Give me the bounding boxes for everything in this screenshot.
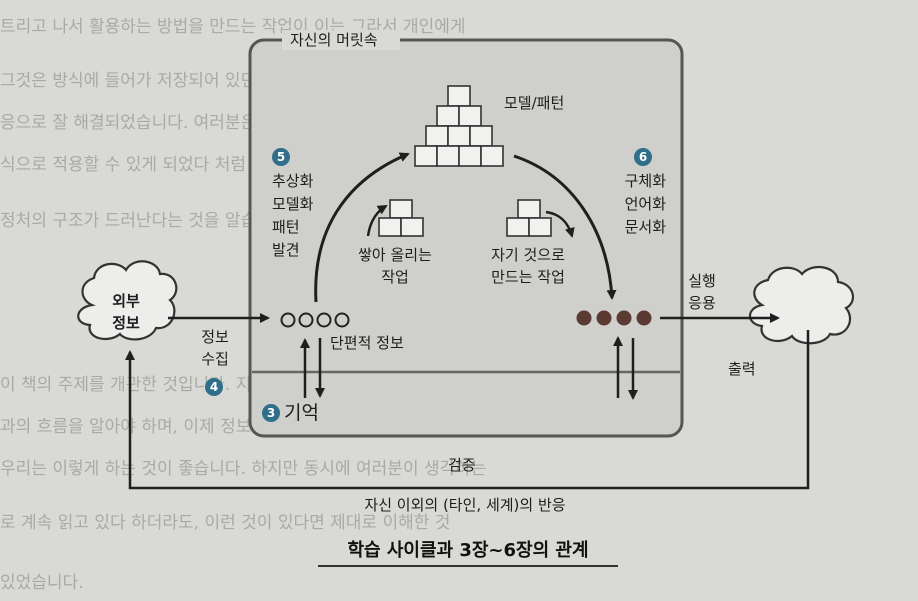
apply-label: 실행 응용 (688, 272, 716, 312)
output-label: 출력 (728, 360, 756, 378)
abstraction-list: 추상화 모델화 패턴 발견 (272, 172, 314, 259)
small-block-stack-left (378, 199, 424, 237)
concretion-list: 구체화 언어화 문서화 (624, 172, 666, 236)
mind-box (248, 38, 684, 438)
abstraction-curve-arrow (314, 152, 410, 303)
fragment-info-label: 단편적 정보 (330, 334, 404, 352)
bg-line: 우리는 이렇게 하는 것이 좋습니다. 하지만 동시에 여러분이 생각하는 (0, 459, 487, 479)
own-work-label: 자기 것으로 만드는 작업 (491, 246, 565, 286)
stack-work-label: 쌓아 올리는 작업 (358, 246, 432, 286)
concretion-curve-arrow (513, 154, 617, 300)
external-info-cloud (77, 260, 178, 341)
fragment-dots (280, 312, 350, 328)
external-info-label: 외부 정보 (112, 292, 140, 332)
reaction-label: 자신 이외의 (타인, 세계)의 반응 (364, 496, 566, 514)
verify-label: 검증 (448, 456, 476, 474)
memory-label: 기억 (284, 402, 319, 424)
output-cloud (748, 265, 855, 345)
bg-line: 로 계속 읽고 있다 하더라도, 이런 것이 있다면 제대로 이해한 것 (0, 513, 451, 533)
chapter-4-badge: 4 (205, 378, 223, 396)
mind-box-label: 자신의 머릿속 (290, 31, 378, 49)
feedback-loop-line (125, 330, 810, 490)
chapter-6-badge: 6 (634, 148, 652, 166)
bg-line: 정처의 구조가 드러난다는 것을 알습니다 (0, 211, 288, 231)
pattern-label: 모델/패턴 (504, 94, 565, 112)
pattern-pyramid (414, 85, 504, 167)
bg-line: 있었습니다. (0, 573, 84, 593)
figure-caption: 학습 사이클과 3장~6장의 관계 (318, 536, 618, 567)
concrete-dots (576, 310, 652, 326)
chapter-5-badge: 5 (272, 148, 290, 166)
chapter-3-badge: 3 (262, 404, 280, 422)
own-small-arrow (545, 210, 575, 238)
stack-small-arrow (366, 204, 388, 237)
collect-label: 정보 수집 (201, 328, 229, 368)
small-block-stack-right (506, 199, 552, 237)
